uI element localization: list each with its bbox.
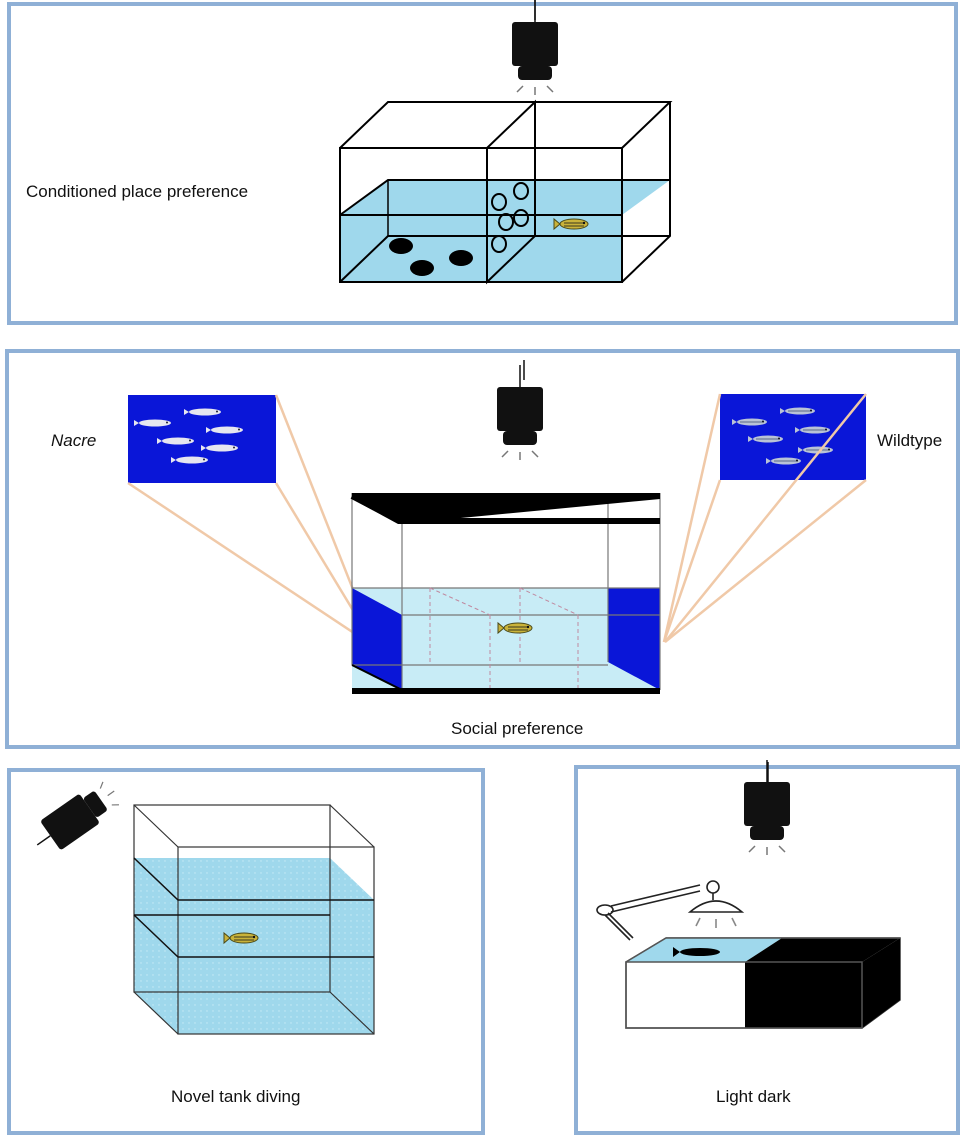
fish-icon xyxy=(673,947,720,957)
panel-label-light-dark: Light dark xyxy=(716,1087,791,1106)
panel-label-novel-tank: Novel tank diving xyxy=(171,1087,301,1106)
social-illustration xyxy=(127,360,867,694)
camera-icon xyxy=(36,781,120,850)
light-dark-illustration xyxy=(596,759,901,1029)
panel-label-nacre: Nacre xyxy=(51,431,97,450)
camera-icon xyxy=(496,364,544,461)
lamp-icon xyxy=(596,880,745,941)
panel-label-social: Social preference xyxy=(451,719,584,738)
camera-icon xyxy=(511,0,559,96)
panel-label-wildtype: Wildtype xyxy=(877,431,943,450)
novel-tank-illustration xyxy=(36,781,375,1035)
panel-label-cpp: Conditioned place preference xyxy=(26,182,249,201)
camera-icon xyxy=(743,759,791,856)
cpp-illustration xyxy=(339,0,673,285)
wildtype-stimulus-screen xyxy=(720,394,866,480)
